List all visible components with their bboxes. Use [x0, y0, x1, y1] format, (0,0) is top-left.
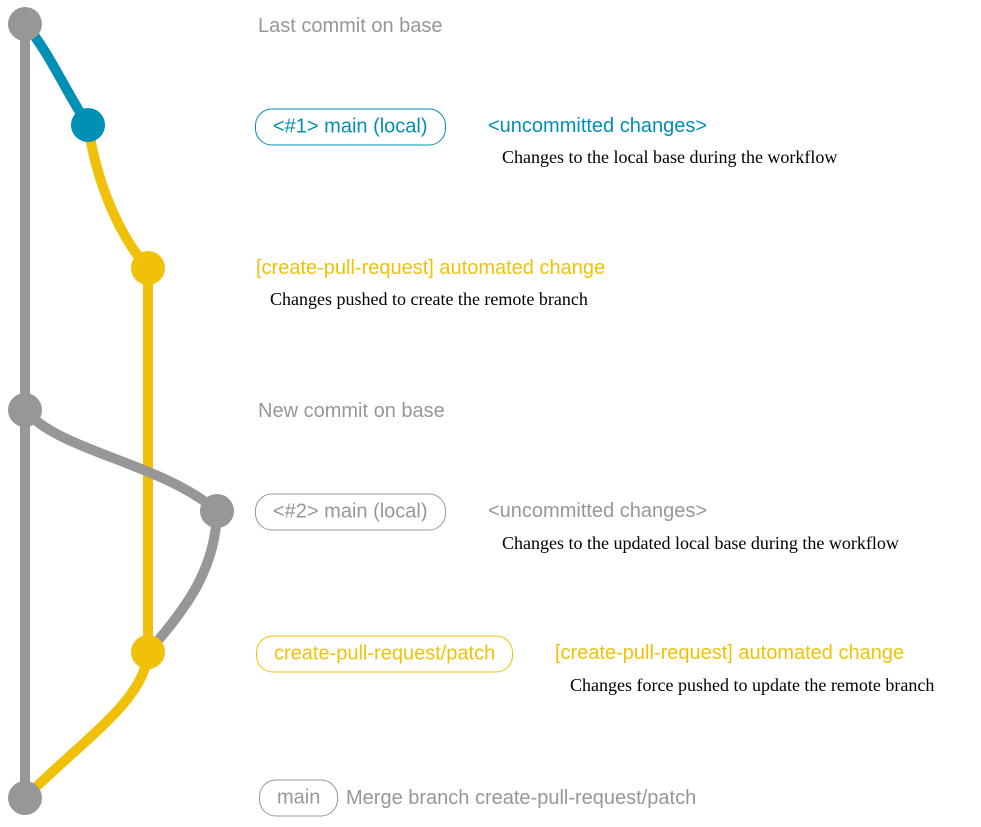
caption-force-pushed-to-update: Changes force pushed to update the remot… — [570, 675, 935, 695]
patch-merge-edge — [20, 647, 153, 803]
caption-updated-local-base-changes: Changes to the updated local base during… — [502, 533, 899, 553]
commit-dot-local-head-2 — [200, 494, 234, 528]
caption-pushed-to-create: Changes pushed to create the remote bran… — [270, 289, 588, 309]
commit-dot-patch-commit-2 — [131, 635, 165, 669]
commit-message-last-commit-on-base: Last commit on base — [258, 15, 443, 37]
branch-badge-main-local-2: <#2> main (local) — [255, 493, 446, 531]
commit-message-uncommitted-changes-2: <uncommitted changes> — [488, 500, 708, 522]
caption-local-base-changes: Changes to the local base during the wor… — [502, 147, 838, 167]
commit-dot-patch-commit-1 — [131, 251, 165, 285]
commit-dot-merge-commit — [8, 781, 42, 815]
branch-badge-create-pull-request-patch: create-pull-request/patch — [256, 635, 514, 673]
rebase-edge — [143, 506, 222, 657]
branch-badge-main-local-1: <#1> main (local) — [255, 108, 446, 146]
commit-dot-new-commit-on-base — [8, 393, 42, 427]
local-branch-edge-1 — [20, 19, 93, 130]
commit-message-automated-change-1: [create-pull-request] automated change — [256, 257, 606, 279]
branch-badge-main: main — [259, 779, 339, 817]
local-branch-edge-2 — [20, 405, 222, 516]
commit-message-merge-branch: Merge branch create-pull-request/patch — [346, 787, 697, 809]
commit-message-automated-change-2: [create-pull-request] automated change — [555, 642, 905, 664]
commit-dot-local-head-1 — [71, 108, 105, 142]
commit-message-uncommitted-changes-1: <uncommitted changes> — [488, 115, 708, 137]
patch-branch-edge-1 — [83, 120, 153, 273]
commit-dot-last-commit-on-base — [8, 7, 42, 41]
commit-message-new-commit-on-base: New commit on base — [258, 400, 445, 422]
